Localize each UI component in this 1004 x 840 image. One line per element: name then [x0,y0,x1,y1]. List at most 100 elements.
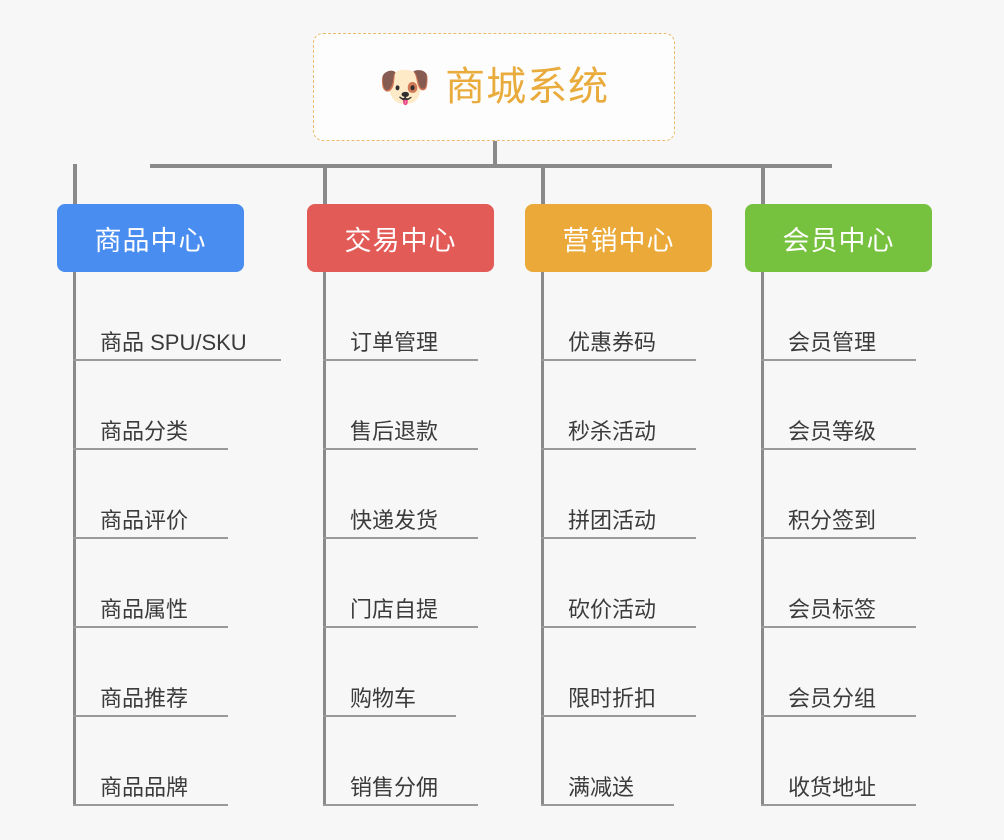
leaf-item-underline [323,804,478,806]
leaf-item-underline [761,626,916,628]
category-column-1: 商品中心商品 SPU/SKU 商品分类商品评价商品属性商品推荐商品品牌 [57,204,281,806]
leaf-item-label: 快递发货 [350,507,439,533]
category-label: 商品中心 [94,225,207,256]
leaf-item-underline [323,537,478,539]
leaf-item-underline [541,537,696,539]
leaf-item-label: 秒杀活动 [568,418,657,444]
leaf-item[interactable]: 会员分组 [761,628,932,717]
leaf-item[interactable]: 销售分佣 [323,717,494,806]
root-title: 商城系统 [445,65,610,109]
leaf-item-label: 商品评价 [100,507,189,533]
leaf-item-label: 会员管理 [788,329,877,355]
leaf-rail-3 [541,272,544,806]
category-label: 营销中心 [562,225,675,256]
leaf-item-underline [541,626,696,628]
leaf-item[interactable]: 订单管理 [323,272,494,361]
category-header-3[interactable]: 营销中心 [525,204,712,272]
leaf-item-label: 商品属性 [100,596,189,622]
leaf-item-underline [761,537,916,539]
leaf-item[interactable]: 快递发货 [323,450,494,539]
leaf-item[interactable]: 拼团活动 [541,450,712,539]
leaf-item[interactable]: 商品品牌 [73,717,244,806]
leaf-item-label: 砍价活动 [568,596,657,622]
leaf-item-label: 商品品牌 [100,774,189,800]
leaf-item-underline [323,626,478,628]
category-drop-connector-2 [323,164,327,204]
leaf-item[interactable]: 会员等级 [761,361,932,450]
leaf-item-label: 订单管理 [350,329,439,355]
category-header-2[interactable]: 交易中心 [307,204,494,272]
leaf-item-label: 门店自提 [350,596,439,622]
category-header-1[interactable]: 商品中心 [57,204,244,272]
leaf-item-underline [73,804,228,806]
leaf-item[interactable]: 购物车 [323,628,494,717]
category-drop-connector-1 [73,164,77,204]
leaf-item[interactable]: 积分签到 [761,450,932,539]
category-column-4: 会员中心会员管理会员等级积分签到会员标签会员分组收货地址 [745,204,932,806]
leaf-item-underline [73,359,281,361]
leaf-item[interactable]: 商品属性 [73,539,244,628]
leaf-item[interactable]: 商品评价 [73,450,244,539]
leaf-item-label: 商品分类 [100,418,189,444]
leaf-item-underline [761,804,916,806]
leaf-item[interactable]: 商品 SPU/SKU [73,272,281,361]
leaf-item-label: 积分签到 [788,507,877,533]
main-connector-horizontal [150,164,832,168]
leaf-item-label: 商品推荐 [100,685,189,711]
leaf-item[interactable]: 门店自提 [323,539,494,628]
leaf-item-label: 会员标签 [788,596,877,622]
leaf-item-underline [73,537,228,539]
leaf-item-label: 会员等级 [788,418,877,444]
leaf-item-underline [761,715,916,717]
leaf-item-label: 限时折扣 [568,685,657,711]
leaf-item[interactable]: 限时折扣 [541,628,712,717]
leaf-item-label: 优惠券码 [568,329,657,355]
leaf-item-label: 购物车 [350,685,417,711]
leaf-item-underline [73,626,228,628]
leaf-rail-2 [323,272,326,806]
category-drop-connector-4 [761,164,765,204]
leaf-item-label: 商品 SPU/SKU [100,329,247,355]
leaf-item[interactable]: 满减送 [541,717,712,806]
leaf-list-2: 订单管理售后退款快递发货门店自提购物车销售分佣 [307,272,494,806]
leaf-item[interactable]: 秒杀活动 [541,361,712,450]
leaf-item-underline [541,715,696,717]
leaf-item-underline [761,359,916,361]
leaf-item-label: 收货地址 [788,774,877,800]
leaf-rail-4 [761,272,764,806]
leaf-item-label: 会员分组 [788,685,877,711]
leaf-item-label: 满减送 [568,774,635,800]
leaf-item[interactable]: 优惠券码 [541,272,712,361]
category-label: 交易中心 [344,225,457,256]
leaf-list-3: 优惠券码秒杀活动拼团活动砍价活动限时折扣满减送 [525,272,712,806]
root-connector-vertical [493,141,497,167]
leaf-item-underline [323,715,456,717]
leaf-item-label: 销售分佣 [350,774,439,800]
leaf-item[interactable]: 砍价活动 [541,539,712,628]
leaf-item[interactable]: 会员标签 [761,539,932,628]
category-column-3: 营销中心优惠券码秒杀活动拼团活动砍价活动限时折扣满减送 [525,204,712,806]
leaf-item[interactable]: 收货地址 [761,717,932,806]
leaf-item[interactable]: 商品分类 [73,361,244,450]
leaf-item-underline [541,448,696,450]
leaf-rail-1 [73,272,76,806]
leaf-list-1: 商品 SPU/SKU 商品分类商品评价商品属性商品推荐商品品牌 [57,272,281,806]
leaf-list-4: 会员管理会员等级积分签到会员标签会员分组收货地址 [745,272,932,806]
leaf-item-label: 拼团活动 [568,507,657,533]
leaf-item[interactable]: 商品推荐 [73,628,244,717]
leaf-item-underline [541,804,674,806]
category-header-4[interactable]: 会员中心 [745,204,932,272]
leaf-item-underline [73,715,228,717]
leaf-item-underline [761,448,916,450]
leaf-item-label: 售后退款 [350,418,439,444]
category-column-2: 交易中心订单管理售后退款快递发货门店自提购物车销售分佣 [307,204,494,806]
leaf-item-underline [541,359,696,361]
leaf-item[interactable]: 会员管理 [761,272,932,361]
leaf-item[interactable]: 售后退款 [323,361,494,450]
root-node[interactable]: 🐶 商城系统 [313,33,675,141]
leaf-item-underline [73,448,228,450]
leaf-item-underline [323,359,478,361]
leaf-item-underline [323,448,478,450]
category-drop-connector-3 [541,164,545,204]
